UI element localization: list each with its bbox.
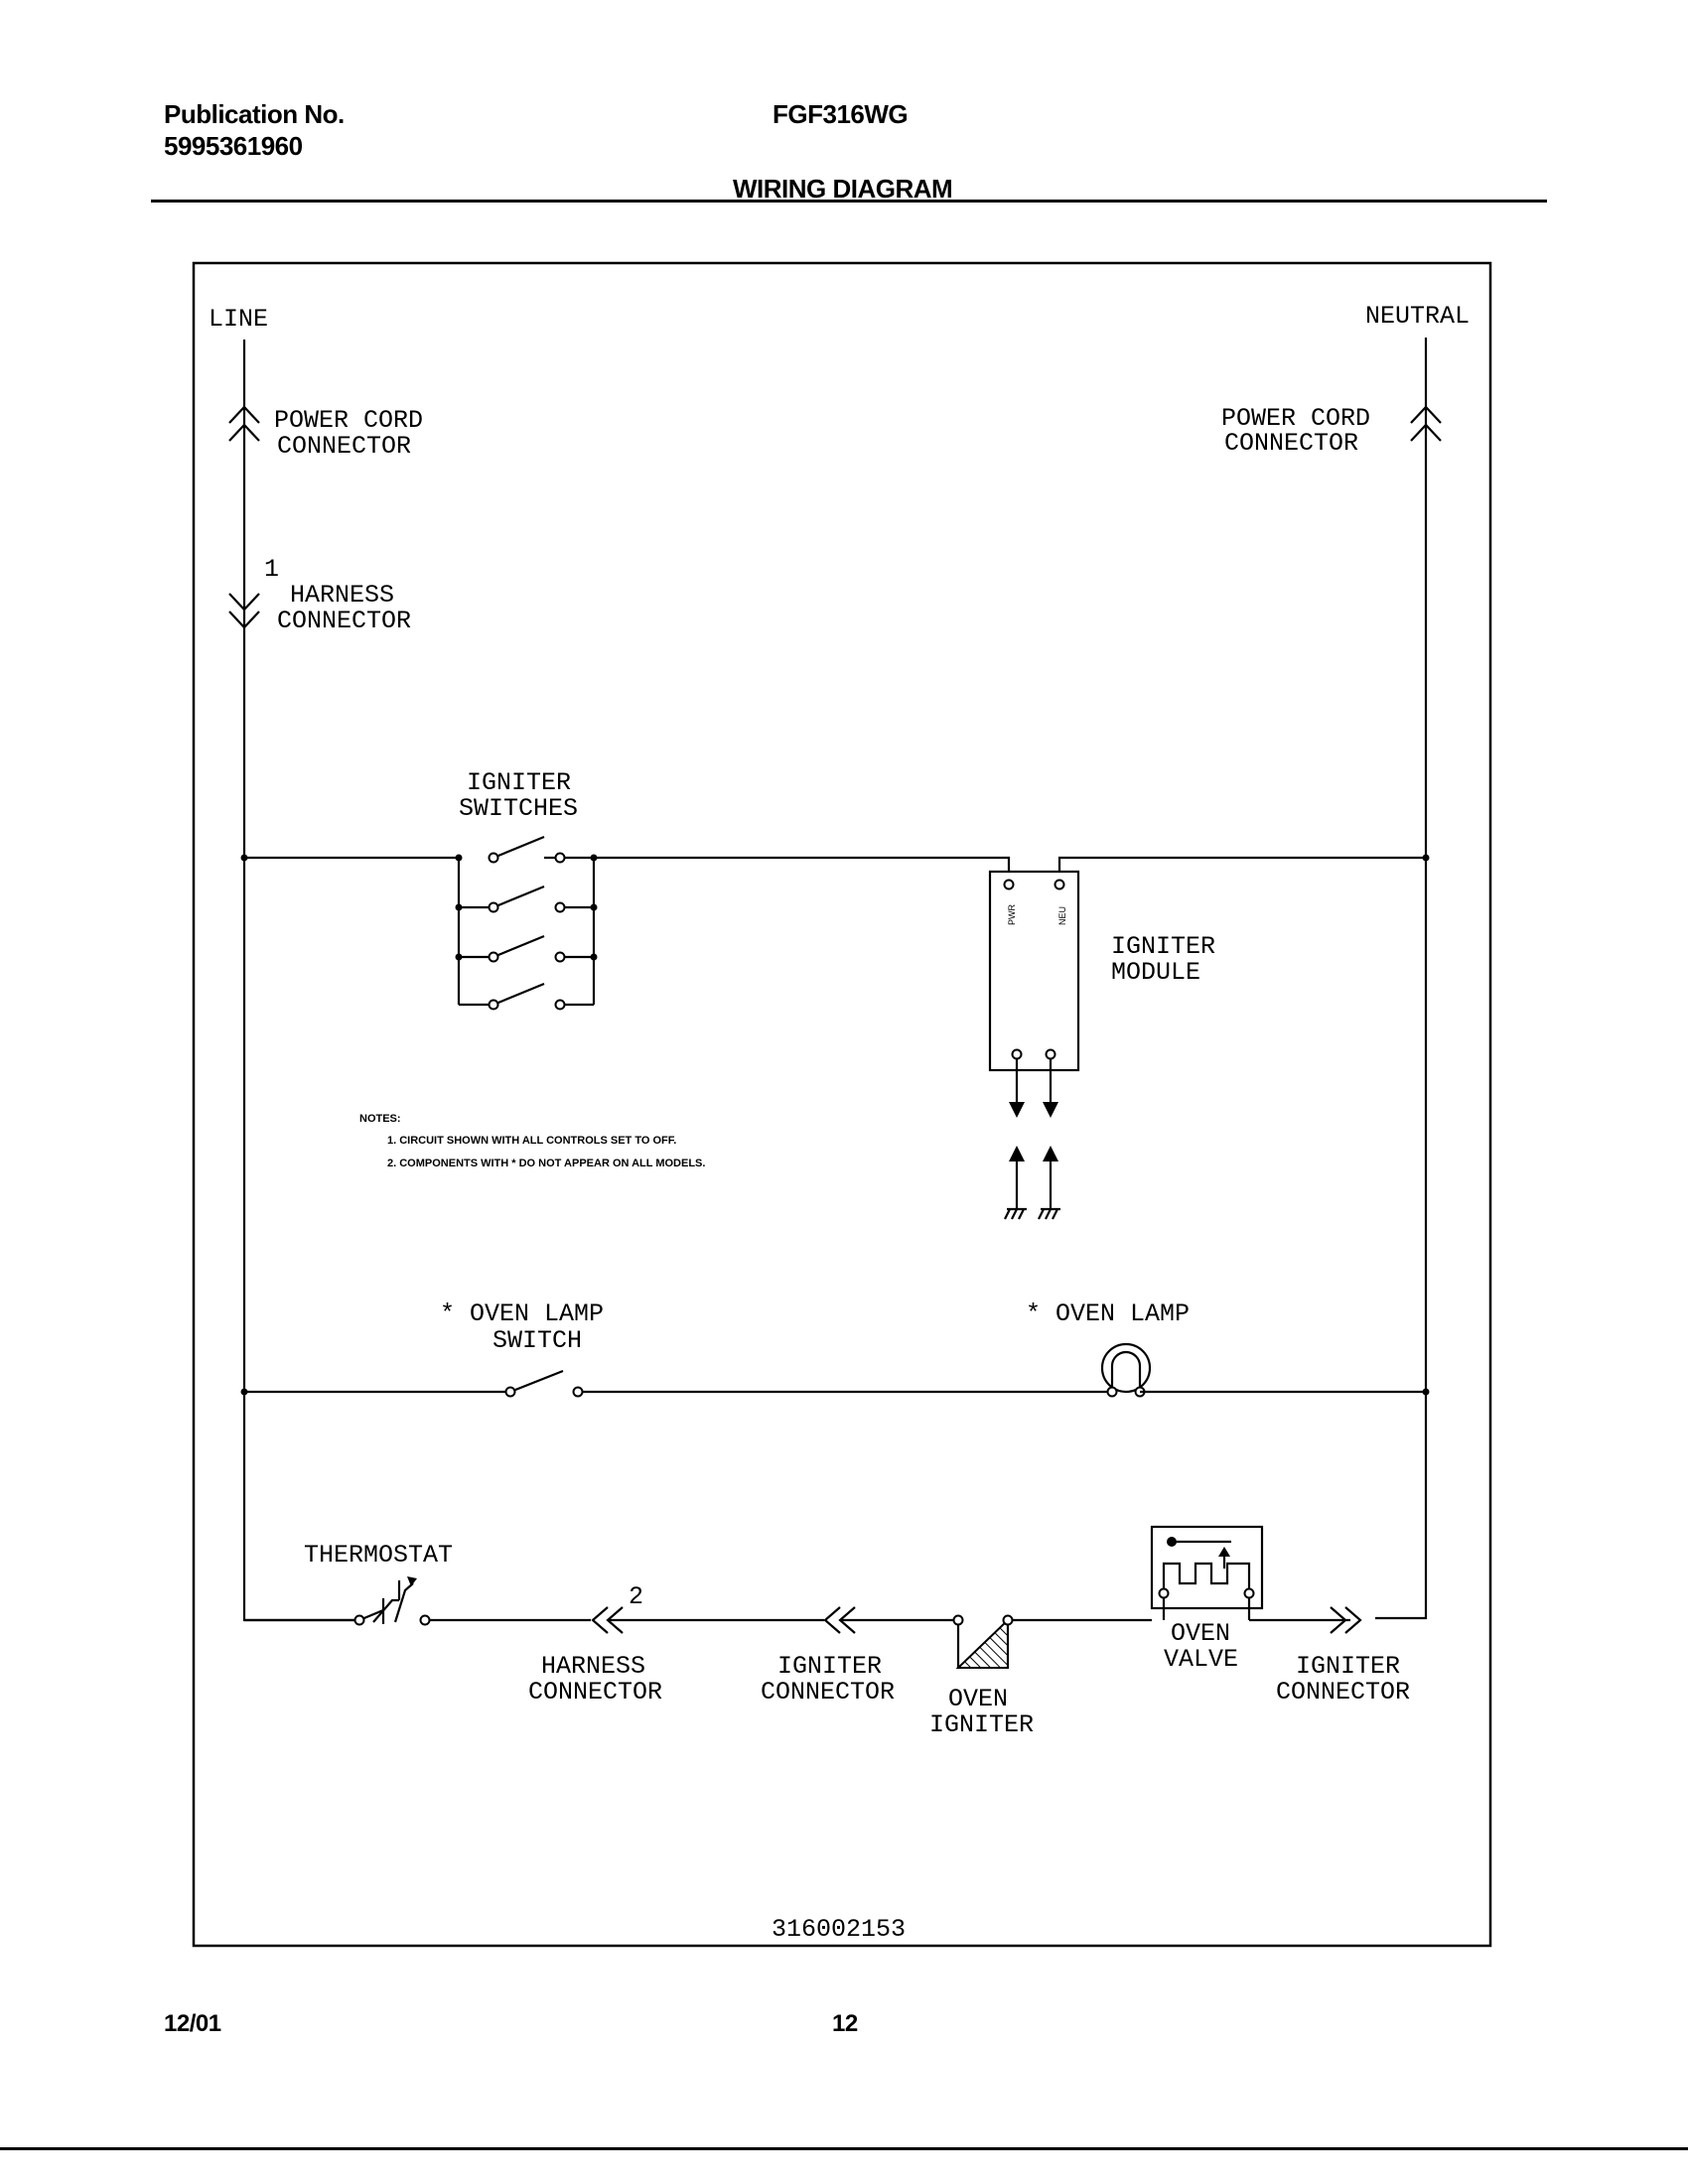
thermostat: THERMOSTAT — [244, 1541, 453, 1626]
svg-text:NEU: NEU — [1057, 906, 1067, 925]
diagram-frame — [192, 261, 1492, 1948]
power-cord-connector-line: POWER CORD CONNECTOR — [228, 405, 423, 461]
svg-text:1: 1 — [264, 555, 279, 584]
svg-text:VALVE: VALVE — [1164, 1645, 1238, 1674]
footer-date: 12/01 — [164, 2010, 221, 2037]
publication-label: Publication No. — [164, 99, 345, 129]
igniter-connector-left: IGNITER CONNECTOR — [761, 1606, 958, 1706]
svg-text:THERMOSTAT: THERMOSTAT — [304, 1541, 453, 1570]
svg-text:SWITCH: SWITCH — [492, 1326, 582, 1355]
svg-text:OVEN: OVEN — [1171, 1619, 1230, 1648]
svg-text:SWITCHES: SWITCHES — [459, 794, 578, 823]
svg-text:CONNECTOR: CONNECTOR — [528, 1678, 662, 1706]
svg-text:PWR: PWR — [1007, 904, 1017, 925]
svg-text:HARNESS: HARNESS — [541, 1652, 645, 1681]
publication-number: 5995361960 — [164, 131, 303, 161]
page-title: WIRING DIAGRAM — [733, 174, 953, 204]
svg-text:CONNECTOR: CONNECTOR — [1224, 429, 1358, 458]
svg-text:HARNESS: HARNESS — [290, 581, 394, 610]
footer-rule — [0, 2147, 1688, 2150]
page-number: 12 — [832, 2010, 858, 2037]
svg-text:IGNITER: IGNITER — [777, 1652, 882, 1681]
harness-connector-1: 1 HARNESS CONNECTOR — [228, 555, 411, 635]
oven-lamp-switch: * OVEN LAMP SWITCH — [240, 1299, 1112, 1398]
svg-text:IGNITER: IGNITER — [1111, 932, 1215, 961]
svg-text:CONNECTOR: CONNECTOR — [761, 1678, 895, 1706]
svg-text:IGNITER: IGNITER — [467, 768, 571, 797]
header-rule — [151, 200, 1547, 203]
line-label: LINE — [209, 305, 268, 334]
svg-text:CONNECTOR: CONNECTOR — [277, 607, 411, 635]
svg-text:CONNECTOR: CONNECTOR — [1276, 1678, 1410, 1706]
drawing-number: 316002153 — [772, 1915, 906, 1944]
harness-connector-2: 2 HARNESS CONNECTOR — [430, 1582, 824, 1706]
igniter-module: PWR NEU IGNITER MODULE — [988, 870, 1215, 1072]
spark-electrodes — [1004, 1059, 1060, 1220]
svg-text:IGNITER: IGNITER — [1296, 1652, 1400, 1681]
svg-text:NOTES:: NOTES: — [359, 1113, 401, 1125]
model-number: FGF316WG — [773, 99, 909, 129]
svg-text:* OVEN LAMP: * OVEN LAMP — [1026, 1299, 1190, 1328]
svg-text:1. CIRCUIT SHOWN WITH ALL CON: 1. CIRCUIT SHOWN WITH ALL CONTROLS SET T… — [387, 1135, 676, 1147]
svg-text:OVEN: OVEN — [948, 1685, 1008, 1713]
svg-text:POWER CORD: POWER CORD — [274, 406, 423, 435]
svg-text:2: 2 — [629, 1582, 643, 1611]
svg-text:IGNITER: IGNITER — [929, 1710, 1034, 1739]
notes: NOTES: 1. CIRCUIT SHOWN WITH ALL CONTROL… — [359, 1113, 705, 1169]
neutral-label: NEUTRAL — [1365, 302, 1470, 331]
igniter-switches: IGNITER SWITCHES — [240, 768, 1430, 1011]
power-cord-connector-neutral: POWER CORD CONNECTOR — [1221, 404, 1442, 458]
svg-text:* OVEN LAMP: * OVEN LAMP — [440, 1299, 604, 1328]
svg-text:POWER CORD: POWER CORD — [1221, 404, 1370, 433]
line-rail — [242, 340, 357, 1622]
oven-lamp: * OVEN LAMP — [1026, 1299, 1430, 1398]
neutral-rail — [1375, 338, 1428, 1620]
svg-text:MODULE: MODULE — [1111, 958, 1200, 987]
svg-text:2. COMPONENTS WITH * DO NOT A: 2. COMPONENTS WITH * DO NOT APPEAR ON AL… — [387, 1158, 705, 1169]
oven-valve: OVEN VALVE — [1150, 1525, 1264, 1674]
svg-text:CONNECTOR: CONNECTOR — [277, 432, 411, 461]
oven-igniter: OVEN IGNITER — [929, 1614, 1152, 1739]
igniter-connector-right: IGNITER CONNECTOR — [1249, 1606, 1410, 1706]
